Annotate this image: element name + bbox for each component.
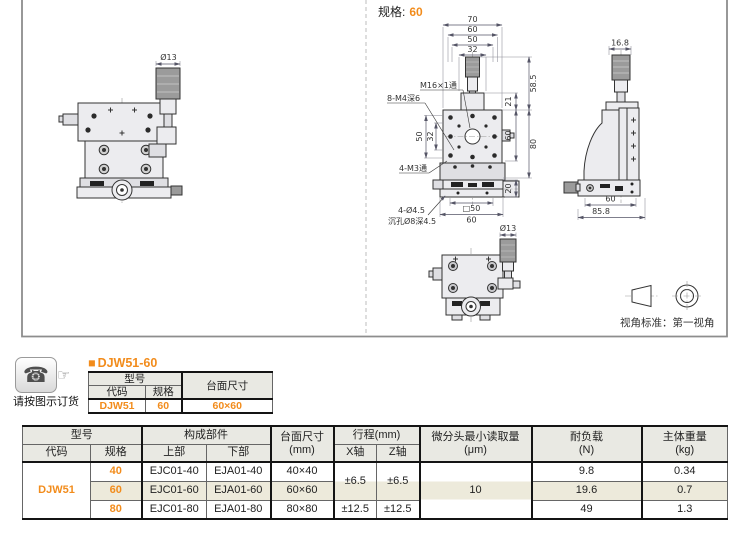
dim-front-sq50: □50 — [463, 204, 481, 213]
spec-value: 60 — [409, 5, 423, 19]
mini-td-size: 60×60 — [180, 398, 273, 414]
dim-right-60: 60 — [605, 195, 615, 204]
dim-front-20: 20 — [504, 183, 513, 193]
td-travel-z-80: ±12.5 — [376, 499, 420, 520]
technical-drawing: Ø13 70 — [21, 0, 728, 338]
td-load-40: 9.8 — [530, 461, 642, 482]
th-table-size: 台面尺寸 (mm) — [269, 425, 334, 463]
dim-front-32: 32 — [467, 45, 477, 54]
td-lower-40: EJA01-40 — [206, 461, 271, 482]
td-upper-40: EJC01-40 — [140, 461, 207, 482]
page-frame — [21, 0, 728, 338]
dim-front-21: 21 — [504, 96, 513, 106]
th-load-line2: (N) — [578, 444, 595, 456]
td-size-60: 60×60 — [269, 480, 334, 501]
table-row-60: 60 EJC01-60 EJA01-60 60×60 19.6 0.7 — [23, 480, 728, 501]
th-model-group: 型号 — [22, 425, 142, 445]
th-micrometer: 微分头最小读取量 (μm) — [418, 425, 532, 463]
th-components-group: 构成部件 — [140, 425, 271, 445]
th-z-axis: Z轴 — [376, 443, 420, 463]
th-code: 代码 — [22, 443, 91, 463]
dim-right-168: 16.8 — [611, 39, 629, 48]
td-weight-80: 1.3 — [640, 499, 728, 520]
td-upper-80: EJC01-80 — [140, 499, 207, 520]
dim-front-50: 50 — [467, 35, 477, 44]
td-size-80: 80×80 — [269, 499, 334, 520]
left-side-view: Ø13 — [58, 52, 183, 203]
bottom-view: Ø13 — [428, 223, 521, 322]
phone-icon: ☎ — [15, 357, 57, 393]
model-title-text: DJW51-60 — [97, 356, 158, 370]
th-travel-group: 行程(mm) — [332, 425, 420, 445]
td-upper-60: EJC01-60 — [140, 480, 207, 501]
th-table-size-line1: 台面尺寸 — [280, 431, 324, 444]
th-x-axis: X轴 — [332, 443, 377, 463]
td-lower-80: EJA01-80 — [206, 499, 271, 520]
th-weight-line2: (kg) — [675, 444, 695, 456]
td-travel-z-40-60: ±6.5 — [376, 461, 420, 501]
dim-front-60: 60 — [467, 25, 477, 34]
order-table: 型号 台面尺寸 代码 规格 DJW51 60 60×60 — [88, 371, 273, 415]
td-micrometer-all: 10 — [418, 461, 532, 520]
mini-th-code: 代码 — [88, 385, 146, 401]
mini-td-spec: 60 — [145, 398, 182, 414]
table-row-80: 80 EJC01-80 EJA01-80 80×80 ±12.5 ±12.5 4… — [23, 499, 728, 520]
dim-left-d13: Ø13 — [160, 52, 176, 62]
mini-th-size: 台面尺寸 — [180, 371, 273, 401]
th-load: 耐负载 (N) — [530, 425, 642, 463]
th-lower: 下部 — [206, 443, 271, 463]
th-weight-line1: 主体重量 — [662, 431, 707, 444]
td-lower-60: EJA01-60 — [206, 480, 271, 501]
dim-bottom-d13: Ø13 — [500, 223, 516, 233]
td-spec-40: 40 — [90, 461, 142, 482]
front-view: 70 60 50 32 58.5 21 60 80 20 50 32 — [387, 15, 538, 226]
td-load-80: 49 — [530, 499, 642, 520]
label-8m4: 8-M4深6 — [387, 94, 420, 103]
projection-symbol: 视角标准：第一视角 — [620, 281, 715, 329]
label-holes2: 沉孔Ø8深4.5 — [388, 216, 436, 226]
mini-th-model: 型号 — [88, 371, 182, 387]
bullet-icon: ■ — [88, 356, 96, 370]
label-m16: M16×1通 — [420, 80, 457, 90]
th-upper: 上部 — [140, 443, 207, 463]
telephone-glyph: ☎ — [22, 363, 50, 387]
th-weight: 主体重量 (kg) — [640, 425, 728, 463]
label-holes: 4-Ø4.5 — [398, 205, 425, 215]
th-table-size-line2: (mm) — [289, 444, 315, 456]
th-spec: 规格 — [90, 443, 142, 463]
th-micrometer-line2: (μm) — [464, 444, 487, 456]
label-4m3: 4-M3通 — [399, 163, 427, 173]
spec-callout: 规格:60 — [378, 3, 423, 20]
spec-label: 规格: — [378, 5, 406, 19]
mini-td-code: DJW51 — [88, 398, 146, 414]
dim-front-60b: 60 — [466, 216, 476, 225]
td-size-40: 40×40 — [269, 461, 334, 482]
projection-label: 视角标准：第一视角 — [620, 316, 715, 329]
dim-front-585: 58.5 — [529, 75, 538, 93]
spec-table: 型号 构成部件 台面尺寸 (mm) 行程(mm) 微分头最小读取量 (μm) 耐… — [22, 425, 728, 520]
model-title: ■DJW51-60 — [88, 356, 157, 370]
dim-front-70: 70 — [467, 15, 477, 24]
dim-front-60r: 60 — [504, 130, 513, 140]
td-spec-80: 80 — [90, 499, 142, 520]
td-travel-x-40-60: ±6.5 — [332, 461, 377, 501]
td-travel-x-80: ±12.5 — [332, 499, 377, 520]
td-weight-60: 0.7 — [640, 480, 728, 501]
th-micrometer-line1: 微分头最小读取量 — [431, 431, 520, 444]
table-row-40: DJW51 40 EJC01-40 EJA01-40 40×40 ±6.5 ±6… — [22, 461, 728, 520]
pointing-hand-icon: ☞ — [57, 367, 71, 384]
dim-front-80: 80 — [529, 139, 538, 149]
order-caption: 请按图示订货 — [13, 396, 79, 408]
th-load-line1: 耐负载 — [570, 431, 603, 444]
dim-right-858: 85.8 — [592, 207, 610, 216]
dim-front-50l: 50 — [415, 131, 424, 141]
mini-th-spec: 规格 — [145, 385, 182, 401]
right-side-view: 16.8 60 85.8 — [563, 39, 646, 220]
td-spec-60: 60 — [90, 480, 142, 501]
td-weight-40: 0.34 — [640, 461, 728, 482]
dim-front-32l: 32 — [426, 131, 435, 141]
td-code-value: DJW51 — [22, 461, 91, 520]
td-load-60: 19.6 — [530, 480, 642, 501]
